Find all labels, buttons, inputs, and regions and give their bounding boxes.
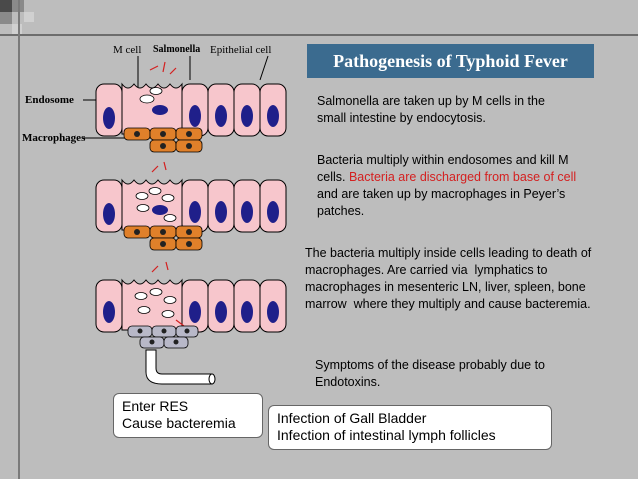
- res-box-line-1: Enter RES: [122, 398, 189, 414]
- epithelial-cell-label: Epithelial cell: [210, 44, 272, 56]
- corner-square: [24, 12, 34, 22]
- endosome-label: Endosome: [25, 94, 74, 106]
- macrophages-label: Macrophages: [22, 132, 86, 144]
- step-2-text-b: and are taken up by macrophages in Peyer…: [317, 187, 566, 218]
- cell-row-1: [95, 61, 287, 153]
- gall-bladder-box: Infection of Gall Bladder Infection of i…: [268, 405, 552, 450]
- side-rule: [18, 0, 20, 479]
- cell-row-3: [95, 261, 287, 385]
- res-box-line-2: Cause bacteremia: [122, 415, 236, 431]
- step-2-text-a: Bacteria multiply within endosomes and k…: [317, 153, 569, 184]
- gall-bladder-box-line-1: Infection of Gall Bladder: [277, 410, 427, 426]
- step-1-text: Salmonella are taken up by M cells in th…: [317, 94, 545, 125]
- m-cell-label: M cell: [113, 44, 142, 56]
- corner-square: [0, 0, 12, 12]
- corner-square: [0, 12, 12, 24]
- corner-square: [12, 24, 22, 34]
- salmonella-label: Salmonella: [153, 44, 201, 55]
- cell-row-2: [95, 161, 287, 251]
- header-rule: [0, 34, 638, 36]
- step-2-text: Bacteria multiply within endosomes and k…: [317, 152, 595, 220]
- step-4-text: Symptoms of the disease probably due to …: [315, 358, 545, 389]
- step-2-text-highlight: Bacteria are discharged from base of cel…: [348, 170, 577, 184]
- page-title: Pathogenesis of Typhoid Fever: [307, 44, 594, 78]
- res-box: Enter RES Cause bacteremia: [113, 393, 263, 438]
- gall-bladder-box-line-2: Infection of intestinal lymph follicles: [277, 427, 496, 443]
- step-3-text: The bacteria multiply inside cells leadi…: [305, 246, 595, 311]
